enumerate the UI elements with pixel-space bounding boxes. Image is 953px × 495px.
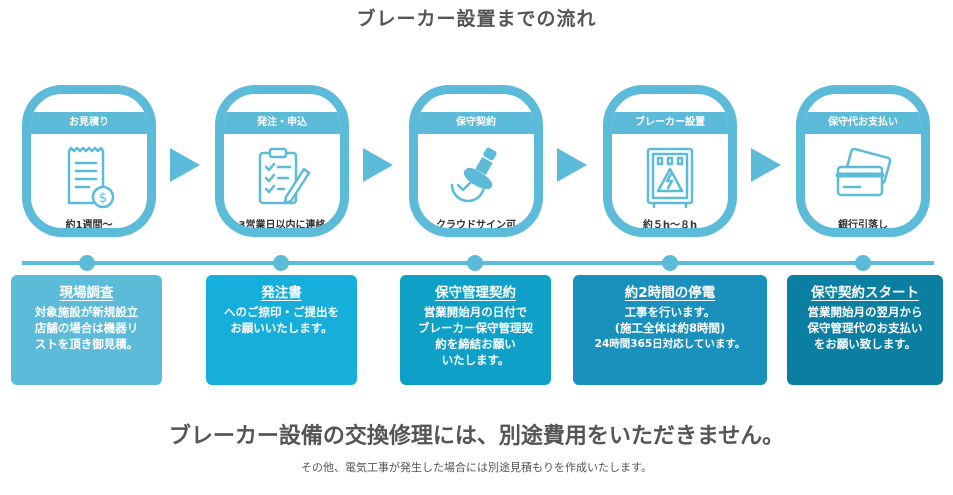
detail-line: 対象施設が新規設立 [34, 305, 139, 319]
detail-box-power-outage: 約2時間の停電 工事を行います。 (施工全体は約8時間) 24時間365日対応し… [573, 275, 767, 385]
step-header: 保守代お支払い [805, 112, 921, 134]
timeline-dot [273, 255, 289, 271]
credit-card-icon [805, 142, 921, 212]
stamp-check-icon [418, 142, 534, 212]
step-caption: 3営業日以内に連絡 [238, 220, 326, 231]
detail-line: へのご捺印・ご提出を [224, 305, 339, 319]
step-caption: 約1週間〜 [65, 220, 113, 231]
detail-box-maintenance-start: 保守契約スタート 営業開始月の翌月から 保守管理代のお支払い をお願い致します。 [787, 275, 943, 385]
clipboard-checklist-icon [224, 142, 340, 212]
detail-line: 24時間365日対応しています。 [594, 338, 746, 350]
sub-message: その他、電気工事が発生した場合には別途見積もりを作成いたします。 [301, 461, 652, 474]
detail-line: (施工全体は約8時間) [614, 321, 726, 335]
step-header: お見積り [31, 112, 147, 134]
document-dollar-icon: $ [31, 142, 147, 212]
detail-line: ブレーカー保守管理契 [418, 321, 533, 335]
svg-text:$: $ [99, 191, 107, 206]
detail-line: ストを頂き御見積。 [34, 337, 139, 351]
step-header: ブレーカー設置 [612, 112, 728, 134]
step-caption: 約５h〜８h [642, 220, 698, 231]
step-card-contract: 保守契約 クラウドサイン可 [409, 85, 543, 237]
detail-line: 営業開始月の日付で [423, 305, 528, 319]
detail-line: 工事を行います。 [624, 305, 716, 319]
step-card-installation: ブレーカー設置 約５h〜８h [603, 85, 737, 237]
detail-box-order-form: 発注書 へのご捺印・ご提出を お願いいたします。 [206, 275, 357, 385]
detail-line: 営業開始月の翌月から [807, 305, 923, 319]
detail-line: 保守管理代のお支払い [807, 321, 923, 335]
arrow-right-icon [170, 148, 200, 182]
breaker-panel-icon [612, 142, 728, 212]
detail-line: 約を締結お願い [435, 337, 516, 351]
page-title: ブレーカー設置までの流れ [356, 8, 597, 30]
step-header: 発注・申込 [224, 112, 340, 134]
timeline-dot [467, 255, 483, 271]
detail-line: いたします。 [441, 353, 510, 367]
step-header: 保守契約 [418, 112, 534, 134]
detail-title: 保守契約スタート [811, 285, 919, 301]
detail-title: 発注書 [261, 285, 302, 301]
detail-title: 保守管理契約 [435, 285, 516, 301]
detail-title: 現場調査 [59, 285, 114, 301]
arrow-right-icon [363, 148, 393, 182]
detail-line: をお願い致します。 [813, 337, 917, 351]
step-card-estimate: お見積り $ 約1週間〜 [22, 85, 156, 237]
step-card-order: 発注・申込 3営業日以内に連絡 [215, 85, 349, 237]
detail-box-maintenance-contract: 保守管理契約 営業開始月の日付で ブレーカー保守管理契 約を締結お願い いたしま… [400, 275, 551, 385]
step-caption: クラウドサイン可 [436, 220, 516, 231]
timeline-dot [662, 255, 678, 271]
step-caption: 銀行引落し [838, 220, 888, 231]
detail-title: 約2時間の停電 [624, 285, 716, 301]
step-card-payment: 保守代お支払い 銀行引落し [796, 85, 930, 237]
detail-line: 店舗の場合は機器リ [34, 321, 139, 335]
detail-line: お願いいたします。 [230, 321, 333, 335]
main-message: ブレーカー設備の交換修理には、別途費用をいただきません。 [168, 424, 785, 449]
arrow-right-icon [751, 148, 781, 182]
arrow-right-icon [557, 148, 587, 182]
process-steps: お見積り $ 約1週間〜 発注・申込 [22, 85, 930, 237]
timeline-dot [79, 255, 95, 271]
timeline-dot [855, 255, 871, 271]
detail-box-survey: 現場調査 対象施設が新規設立 店舗の場合は機器リ ストを頂き御見積。 [11, 275, 162, 385]
